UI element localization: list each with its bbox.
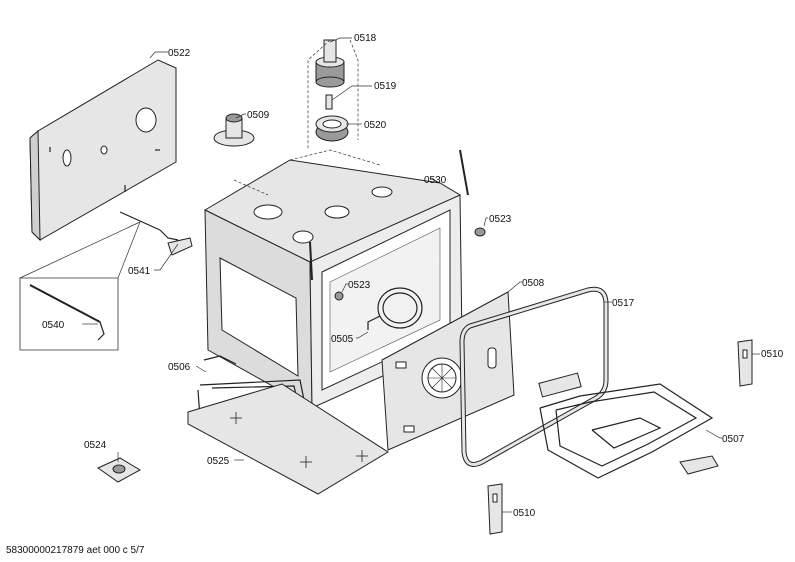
label-0523-left: 0523 (348, 280, 371, 291)
label-0520: 0520 (364, 120, 387, 131)
part-0540-detail-box (19, 221, 141, 351)
part-0525-bottom-plate[interactable] (187, 383, 389, 495)
label-0517: 0517 (612, 298, 635, 309)
label-0510-right: 0510 (761, 349, 784, 360)
part-0523-screw-left[interactable] (334, 291, 344, 301)
part-0541-sensor[interactable] (119, 211, 193, 256)
part-0522-back-panel[interactable] (29, 59, 177, 242)
part-0505-ring-heater[interactable] (367, 286, 424, 330)
part-0510-clip-right[interactable] (737, 339, 753, 387)
part-0509-socket[interactable] (213, 113, 255, 147)
label-0518: 0518 (354, 33, 377, 44)
label-0509: 0509 (247, 110, 270, 121)
label-0540: 0540 (42, 320, 65, 331)
part-0523-screw-right[interactable] (474, 227, 486, 237)
part-0510-bracket[interactable] (679, 455, 719, 475)
part-0518-fan-motor[interactable] (315, 39, 345, 88)
label-0523-right: 0523 (489, 214, 512, 225)
label-0530: 0530 (424, 175, 447, 186)
part-0508-fan-cover[interactable] (381, 291, 515, 451)
label-0524: 0524 (84, 440, 107, 451)
part-0510-clip-bottom[interactable] (487, 483, 503, 535)
part-0517-door-seal[interactable] (459, 286, 609, 467)
part-0519-clip[interactable] (325, 94, 333, 110)
label-0508: 0508 (522, 278, 545, 289)
leader-lines (82, 37, 760, 513)
label-0525: 0525 (207, 456, 230, 467)
label-0506: 0506 (168, 362, 191, 373)
label-0510-bottom: 0510 (513, 508, 536, 519)
part-0520-ring[interactable] (315, 115, 349, 142)
part-0524-washer[interactable] (96, 457, 142, 483)
part-labels: 0522 0518 0519 0509 0520 0530 0523 0523 … (42, 33, 784, 519)
label-0522: 0522 (168, 48, 191, 59)
label-0505: 0505 (331, 334, 354, 345)
part-0507-grill-heater[interactable] (538, 372, 714, 479)
label-0541: 0541 (128, 266, 151, 277)
label-0507: 0507 (722, 434, 745, 445)
document-number: 58300000217879 aet 000 c 5/7 (6, 545, 145, 556)
label-0519: 0519 (374, 81, 397, 92)
